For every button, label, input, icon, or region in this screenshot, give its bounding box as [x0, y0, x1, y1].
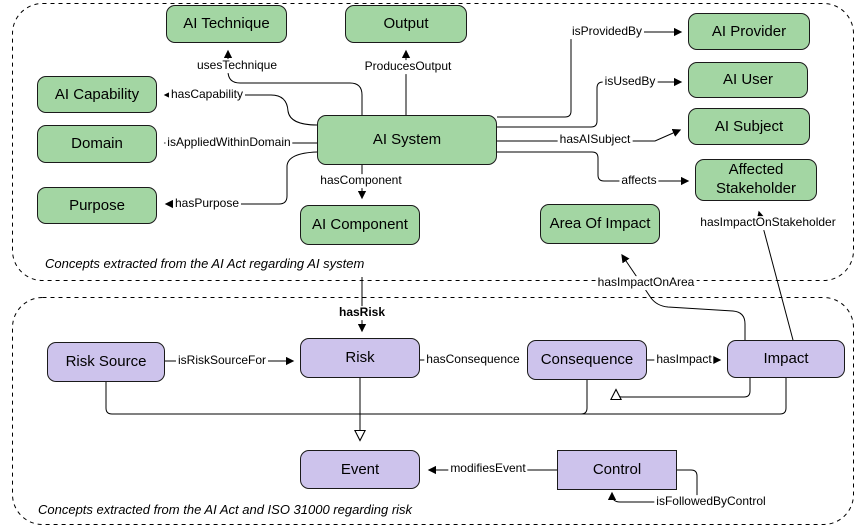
node-output: Output: [345, 5, 467, 43]
node-control: Control: [557, 450, 677, 490]
edge-has-purpose: [164, 151, 318, 209]
edge-impact-isa-consequence: [616, 378, 751, 397]
risk-concepts-container: [12, 297, 854, 525]
ai-system-concepts-container: [12, 3, 854, 281]
edge-label-is-applied-within-domain: isAppliedWithinDomain: [165, 135, 293, 150]
node-area-of-impact: Area Of Impact: [540, 204, 660, 244]
node-domain: Domain: [37, 125, 157, 163]
caption-ai-system-concepts: Concepts extracted from the AI Act regar…: [45, 256, 365, 271]
edge-uses-technique: [223, 49, 363, 115]
node-ai-technique: AI Technique: [166, 5, 287, 43]
edge-event-generalization-impact: [360, 378, 787, 415]
edge-has-impact-on-area: [621, 253, 746, 340]
edge-label-has-ai-subject: hasAISubject: [557, 132, 633, 147]
edge-label-has-component: hasComponent: [318, 173, 404, 188]
node-ai-component: AI Component: [300, 205, 420, 245]
node-event: Event: [300, 450, 420, 489]
node-ai-subject: AI Subject: [688, 108, 810, 145]
edge-is-used-by: [497, 77, 683, 128]
edge-label-uses-technique: usesTechnique: [194, 58, 280, 73]
edge-label-has-impact-on-stakeholder: hasImpactOnStakeholder: [698, 215, 838, 230]
edge-label-is-followed-by-control: isFollowedByControl: [654, 494, 768, 509]
edge-label-is-provided-by: isProvidedBy: [569, 24, 645, 39]
edge-label-has-capability: hasCapability: [168, 87, 246, 102]
edge-has-ai-subject: [497, 129, 682, 142]
caption-risk-concepts: Concepts extracted from the AI Act and I…: [38, 502, 413, 517]
node-ai-provider: AI Provider: [688, 13, 810, 50]
edge-label-has-purpose: hasPurpose: [172, 196, 242, 211]
edge-label-is-risk-source-for: isRiskSourceFor: [175, 353, 269, 368]
node-ai-system: AI System: [317, 115, 497, 165]
node-purpose: Purpose: [37, 187, 157, 224]
edge-label-has-risk: hasRisk: [336, 305, 388, 320]
node-ai-user: AI User: [688, 62, 808, 98]
node-consequence: Consequence: [527, 340, 647, 380]
edge-affects: [497, 151, 690, 186]
node-ai-capability: AI Capability: [37, 76, 157, 113]
edge-has-impact-on-stakeholder: [756, 210, 794, 341]
edge-label-modifies-event: modifiesEvent: [448, 461, 528, 476]
edge-event-generalization-consequence: [580, 380, 588, 415]
edge-label-is-used-by: isUsedBy: [602, 74, 658, 89]
edge-label-affects: affects: [619, 173, 659, 188]
edge-label-has-impact: hasImpact: [654, 352, 714, 367]
edge-label-produces-output: ProducesOutput: [362, 59, 454, 74]
node-affected-stakeholder: Affected Stakeholder: [695, 159, 817, 201]
edge-label-has-consequence: hasConsequence: [424, 352, 522, 367]
node-impact: Impact: [727, 340, 845, 378]
edge-label-has-impact-on-area: hasImpactOnArea: [595, 275, 697, 290]
node-risk-source: Risk Source: [47, 342, 165, 382]
edge-has-capability: [163, 90, 318, 126]
edge-event-generalization-risk-source: [105, 382, 360, 415]
node-risk: Risk: [300, 338, 420, 378]
